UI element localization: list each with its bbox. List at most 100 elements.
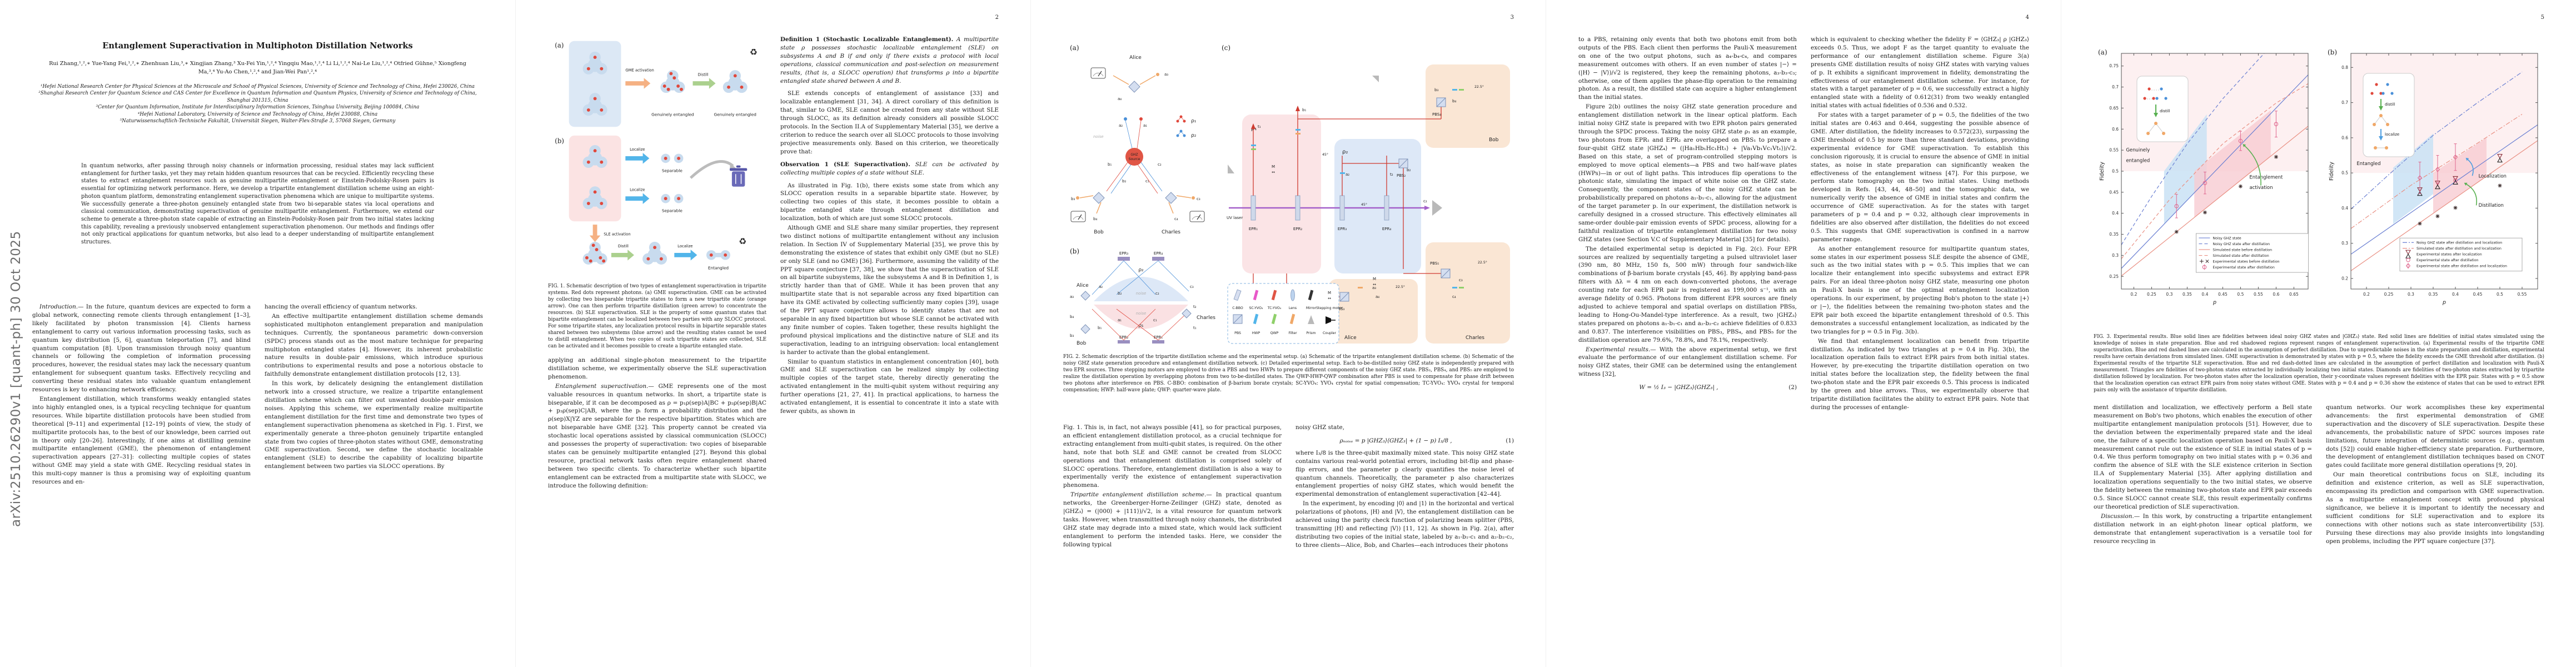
inset-distill-label: distill — [2385, 102, 2395, 107]
t2-label: t₂ — [1193, 305, 1197, 309]
paragraph: Fig. 1. This is, in fact, not always pos… — [1063, 424, 1282, 489]
page-number: 5 — [2540, 14, 2544, 21]
paragraph: In this work, by delicately designing th… — [265, 380, 483, 470]
noise-label: noise — [1136, 311, 1147, 316]
rho1-label: ρ₁ — [1138, 323, 1144, 328]
epr2-crystal-icon — [1118, 340, 1130, 344]
cbbo-crystal-icon — [1250, 195, 1256, 221]
svg-text:0.5: 0.5 — [2341, 171, 2348, 176]
svg-text:0.55: 0.55 — [2109, 148, 2119, 153]
svg-text:Experimental states after loca: Experimental states after localization — [2416, 252, 2482, 256]
inset-distill-label: distill — [2160, 109, 2170, 113]
legend-item: Mirror — [1306, 306, 1317, 310]
meter-icon — [1070, 211, 1086, 222]
stepping-motor-label: M — [1373, 277, 1376, 281]
fig1-panel-a-label: (a) — [555, 42, 564, 49]
a2-label: a₂ — [1099, 285, 1103, 289]
paragraph: Experimental results.— With the above ex… — [1578, 346, 1797, 378]
paragraph: quantum networks. Our work accomplishes … — [2326, 404, 2544, 469]
blue-arrow-icon — [625, 193, 650, 204]
definition-1: Definition 1 (Stochastic Localizable Ent… — [780, 36, 999, 84]
pbs-diamond-icon — [1080, 291, 1090, 301]
page-2: 2 (a) GME activation — [515, 0, 1031, 667]
paragraph: We find that entanglement localization c… — [1811, 337, 2029, 411]
trash-bin-icon — [729, 165, 748, 187]
activated-state-icon — [582, 241, 607, 265]
genuinely-entangled-label: Genuinely entangled — [714, 112, 756, 117]
localize-label: Localize — [630, 188, 645, 192]
rho1-region — [1242, 115, 1321, 273]
entangled-pair-icon — [706, 250, 730, 260]
paragraph: Entanglement distillation, which transfo… — [32, 395, 251, 486]
separable-pair-icon — [661, 193, 684, 203]
separable-pair-icon — [661, 153, 684, 163]
epr4-label: EPR₄ — [1154, 251, 1163, 256]
distilled-state-icon — [642, 241, 667, 265]
p3-column-left: Fig. 1. This is, in fact, not always pos… — [1063, 424, 1282, 647]
figure-1: (a) GME activation Genuinely entangled — [548, 36, 766, 491]
paragraph: applying an additional single-photon mea… — [548, 357, 766, 380]
svg-text:Noisy GHZ state after distilla: Noisy GHZ state after distillation — [2213, 242, 2270, 246]
b1-label: b₁ — [1098, 326, 1102, 330]
bob-label: Bob — [1489, 137, 1499, 143]
epr4-crystal-icon — [1152, 257, 1164, 261]
svg-text:Genuinely: Genuinely — [2126, 147, 2150, 153]
fig2-setup: (a) Alice a₃ a₄ a₂ a₁ noise — [1070, 44, 1510, 346]
waveplate-ticks — [1251, 89, 1464, 288]
legend-item: PBS — [1234, 331, 1241, 335]
paragraph: to a PBS, retaining only events that bot… — [1578, 36, 1797, 101]
stepping-motor-label: M — [1272, 165, 1275, 169]
svg-text:Fidelity: Fidelity — [2099, 162, 2105, 181]
epr3-label: EPR₃ — [1338, 227, 1347, 231]
recycle-icon: ♻ — [739, 236, 746, 246]
charles-label: Charles — [1466, 335, 1484, 341]
svg-text:0.45: 0.45 — [2109, 190, 2119, 195]
c1-label: c₁ — [1145, 179, 1149, 183]
legend-item: C-BBO — [1232, 306, 1243, 310]
svg-text:0.7: 0.7 — [2112, 84, 2119, 89]
c3-label: c₃ — [1459, 278, 1463, 282]
legend-item: TC-YVO₄ — [1267, 306, 1282, 310]
a3-label: a₃ — [1070, 295, 1074, 299]
svg-text:Experimental state after disti: Experimental state after distillation — [2213, 266, 2275, 270]
rho2-region — [1334, 139, 1421, 273]
charles-label: Charles — [1197, 315, 1215, 321]
svg-text:0.45: 0.45 — [2473, 292, 2483, 297]
svg-text:0.5: 0.5 — [2237, 292, 2244, 297]
legend-item: Filter — [1288, 331, 1297, 335]
page-number: 3 — [1510, 14, 1514, 21]
t2-label: t₂ — [1390, 172, 1393, 177]
t1-label: t₁ — [1193, 326, 1197, 330]
pbs5-label: PBS₅ — [1430, 261, 1439, 266]
b3-label: b₃ — [1071, 197, 1075, 201]
svg-text:0.2: 0.2 — [2130, 292, 2137, 297]
orange-arrow-icon — [625, 78, 651, 89]
c2-label: c₂ — [1155, 291, 1159, 296]
distill-label: Distill — [618, 244, 629, 248]
b2-label: b₂ — [1122, 179, 1126, 183]
paragraph: In the experiment, by encoding |0⟩ and |… — [1296, 500, 1514, 549]
svg-text:0.4: 0.4 — [2112, 211, 2119, 216]
recycle-icon: ♻ — [750, 47, 758, 57]
pbs-diamond-icon — [1128, 81, 1140, 93]
angle-label: 22.5° — [1474, 84, 1484, 89]
svg-text:Experimental states before dis: Experimental states before distillation — [2213, 260, 2279, 263]
fig2-caption: FIG. 2. Schematic description of the tri… — [1063, 354, 1514, 393]
svg-text:Simulated state before distill: Simulated state before distillation — [2213, 248, 2272, 252]
svg-text:0.3: 0.3 — [2408, 292, 2414, 297]
alice-region — [1329, 279, 1418, 344]
green-arrow-icon — [692, 78, 716, 89]
b2-label: b₂ — [1118, 291, 1122, 296]
alice-label: Alice — [1077, 283, 1089, 288]
epr4-label: EPR₄ — [1382, 227, 1392, 231]
legend-item: HWP — [1252, 331, 1260, 335]
affiliation: ¹Hefei National Research Center for Phys… — [40, 84, 475, 89]
paragraph: Entanglement superactivation.— GME repre… — [548, 382, 766, 489]
legend-item: Prism — [1306, 331, 1316, 335]
localize-label: Localize — [630, 147, 645, 152]
p2-column-left-text: applying an additional single-photon mea… — [548, 356, 766, 490]
epr1-label: EPR₁ — [1249, 227, 1258, 231]
svg-text:0.3: 0.3 — [2166, 292, 2173, 297]
page-4: 4 to a PBS, retaining only events that b… — [1546, 0, 2061, 667]
